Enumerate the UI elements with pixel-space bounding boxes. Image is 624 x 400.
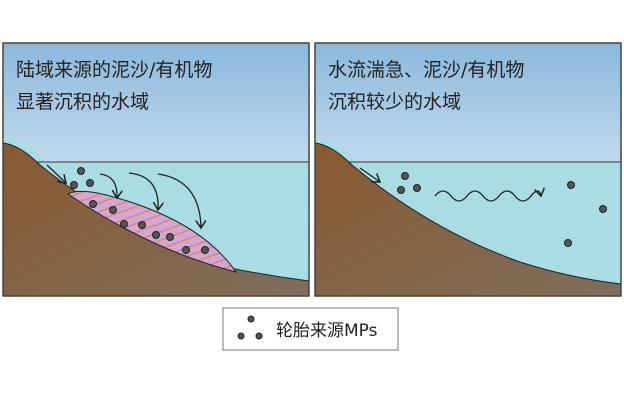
legend-label: 轮胎来源MPs [276,321,378,341]
left-title-line1: 陆域来源的泥沙/有机物 [16,59,212,81]
tire-particles [397,172,607,247]
land-slope [314,142,622,297]
right-title-line2: 沉积较少的水域 [328,91,461,113]
flow-arrows [359,167,541,202]
left-title-line2: 显著沉积的水域 [16,91,149,113]
right-panel: 水流湍急、泥沙/有机物 沉积较少的水域 [314,42,622,297]
legend: 轮胎来源MPs [222,307,399,351]
left-panel: 陆域来源的泥沙/有机物 显著沉积的水域 [2,42,310,297]
settling-arrows [46,164,201,228]
tire-particles [70,167,209,254]
tire-mp-dots-icon [237,315,263,340]
right-title-line1: 水流湍急、泥沙/有机物 [328,59,524,81]
